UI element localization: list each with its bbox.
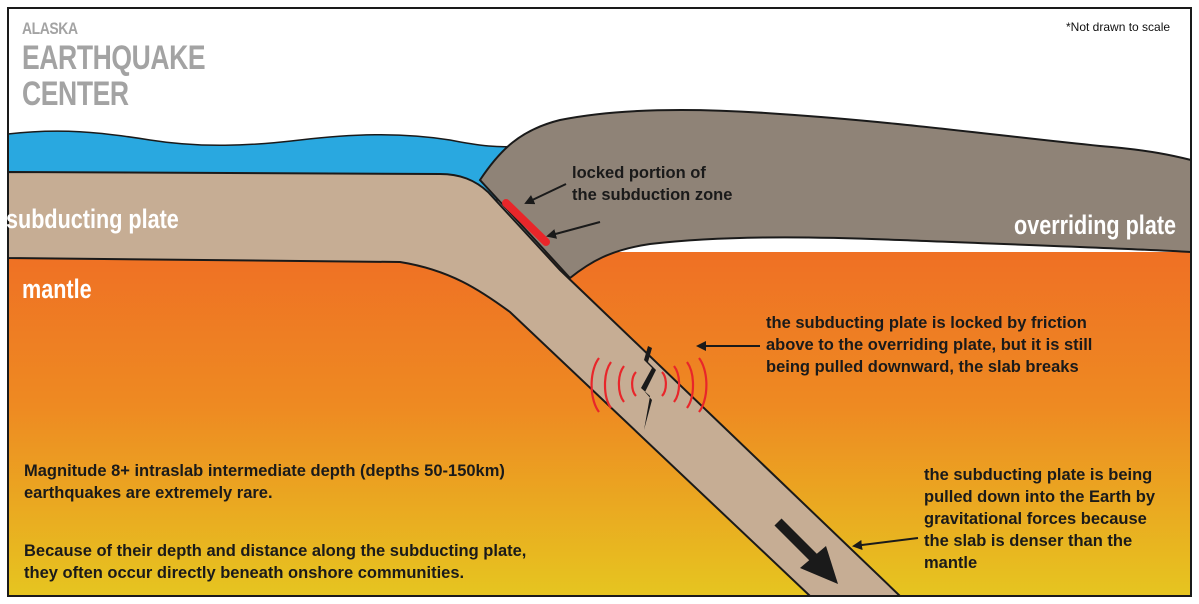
logo-line-center: CENTER bbox=[22, 75, 129, 113]
annotation-slab-line2: above to the overriding plate, but it is… bbox=[766, 336, 1093, 354]
annotation-locked-portion: locked portion of the subduction zone bbox=[572, 162, 732, 206]
scale-note: *Not drawn to scale bbox=[1066, 20, 1171, 34]
annotation-mag-line2: earthquakes are extremely rare. bbox=[24, 484, 273, 502]
annotation-grav-line1: the subducting plate is being bbox=[924, 466, 1153, 484]
label-mantle: mantle bbox=[22, 274, 92, 304]
overriding-plate bbox=[478, 109, 1192, 280]
annotation-mag-line1: Magnitude 8+ intraslab intermediate dept… bbox=[24, 462, 505, 480]
label-overriding-plate: overriding plate bbox=[1014, 210, 1177, 240]
annotation-slab-breaks: the subducting plate is locked by fricti… bbox=[766, 312, 1092, 378]
annotation-grav-line2: pulled down into the Earth by bbox=[924, 488, 1155, 506]
arrow-locked-1 bbox=[524, 183, 567, 205]
slab-pull-arrow bbox=[774, 518, 838, 584]
annotation-magnitude: Magnitude 8+ intraslab intermediate dept… bbox=[24, 460, 505, 504]
annotation-depth-line2: they often occur directly beneath onshor… bbox=[24, 564, 465, 582]
annotation-gravitational: the subducting plate is being pulled dow… bbox=[924, 464, 1155, 574]
seismic-waves-right bbox=[661, 357, 708, 413]
annotation-grav-line4: the slab is denser than the bbox=[924, 532, 1133, 550]
annotation-slab-line1: the subducting plate is locked by fricti… bbox=[766, 314, 1087, 332]
annotation-depth-line1: Because of their depth and distance alon… bbox=[24, 542, 527, 560]
annotation-grav-line3: gravitational forces because bbox=[924, 510, 1147, 528]
slab-crack bbox=[641, 346, 656, 430]
arrow-locked-2 bbox=[546, 221, 601, 239]
annotation-slab-line3: being pulled downward, the slab breaks bbox=[766, 358, 1079, 376]
locked-zone bbox=[502, 199, 550, 246]
logo-line-earthquake: EARTHQUAKE bbox=[22, 39, 206, 77]
frame bbox=[7, 7, 1192, 597]
annotation-locked-line2: the subduction zone bbox=[572, 186, 733, 204]
annotation-grav-line5: mantle bbox=[924, 554, 978, 572]
logo-line-alaska: ALASKA bbox=[22, 19, 78, 38]
label-subducting-plate: subducting plate bbox=[6, 204, 179, 234]
arrow-gravitational bbox=[852, 537, 919, 550]
seismic-waves-left bbox=[590, 357, 637, 413]
annotation-arrows bbox=[524, 183, 919, 550]
annotation-locked-line1: locked portion of bbox=[572, 164, 706, 182]
aec-logo: ALASKA EARTHQUAKE CENTER bbox=[22, 20, 257, 111]
annotation-depth: Because of their depth and distance alon… bbox=[24, 540, 526, 584]
mantle bbox=[8, 252, 1191, 596]
